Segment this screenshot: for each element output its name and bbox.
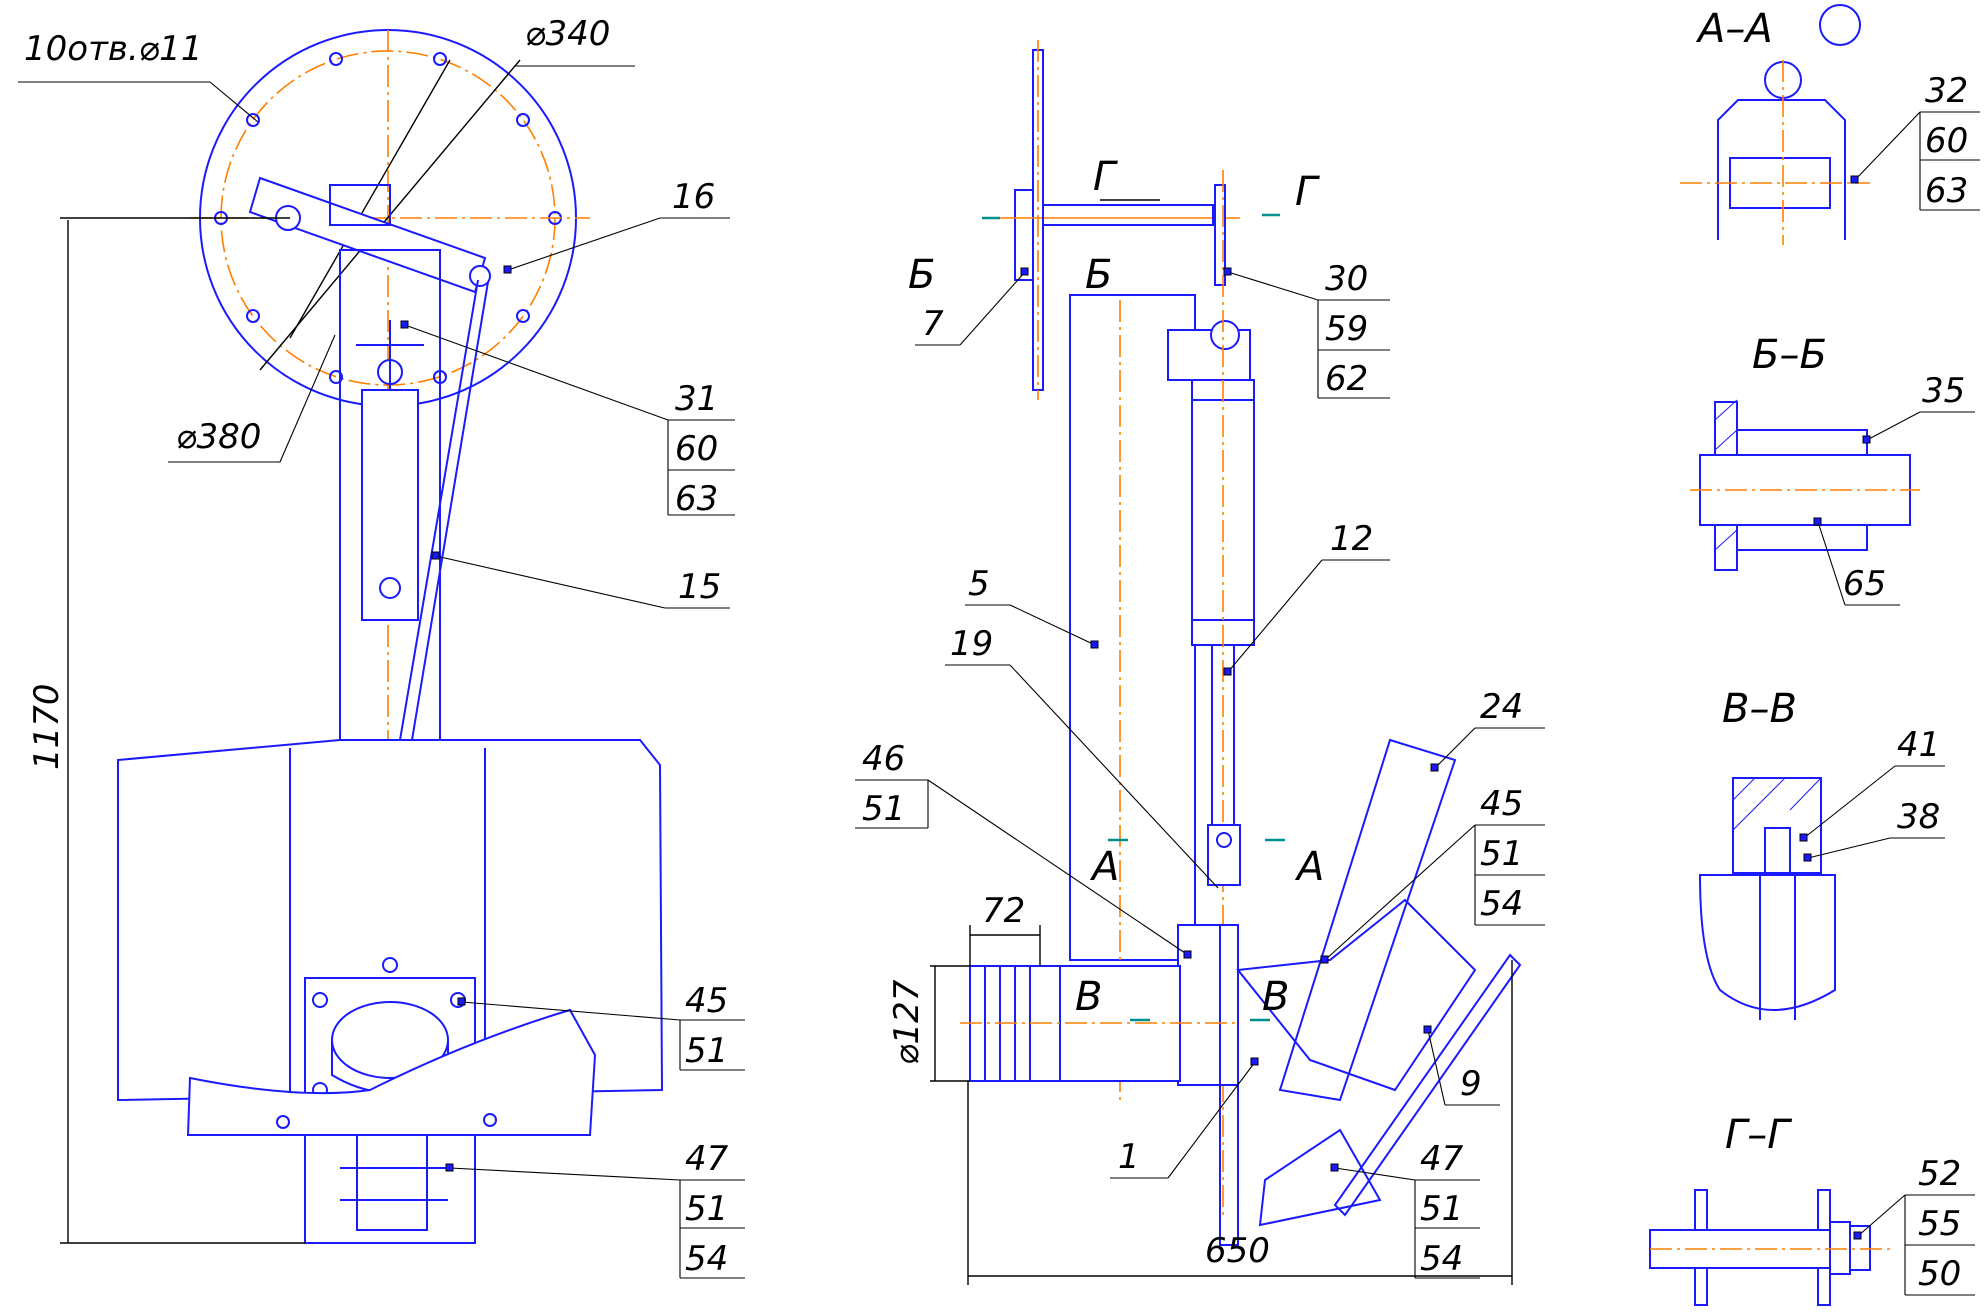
pull-rod xyxy=(399,279,479,741)
callout-12: 12 xyxy=(1330,519,1373,559)
callout-mid-47: 47 xyxy=(1420,1139,1464,1179)
callout-left-47-54: 54 xyxy=(685,1239,728,1279)
crank-arm xyxy=(248,176,487,294)
base-plate xyxy=(186,1008,597,1136)
section-bb: Б–Б 35 65 xyxy=(1690,332,1975,606)
section-aa-callout-32: 32 xyxy=(1925,71,1968,111)
cut-mark-v-right: В xyxy=(1262,974,1289,1020)
callout-7: 7 xyxy=(922,304,944,344)
callout-5: 5 xyxy=(968,564,990,604)
section-aa: А–А 32 60 63 xyxy=(1680,4,1980,245)
callout-mid-45: 45 xyxy=(1480,784,1523,824)
section-gg-title: Г–Г xyxy=(1725,1112,1792,1158)
cut-mark-a-right: А xyxy=(1294,844,1324,890)
dia-340-label: ⌀340 xyxy=(525,14,610,54)
callout-left-47-51: 51 xyxy=(685,1189,728,1229)
lower-body xyxy=(1177,924,1239,1086)
callout-left-47: 47 xyxy=(685,1139,729,1179)
section-bb-title: Б–Б xyxy=(1752,332,1827,378)
section-vv-callout-38: 38 xyxy=(1897,797,1940,837)
callout-24: 24 xyxy=(1480,687,1523,727)
callout-mid-45-51: 51 xyxy=(1480,834,1523,874)
cut-mark-g-left: Г xyxy=(1093,154,1118,200)
section-aa-title: А–А xyxy=(1695,6,1773,52)
section-aa-callout-60: 60 xyxy=(1925,121,1968,161)
section-bb-callout-65: 65 xyxy=(1843,564,1886,604)
height-dimension: 1170 xyxy=(27,683,67,770)
section-gg-callout-50: 50 xyxy=(1918,1254,1961,1294)
lower-bracket xyxy=(304,1134,476,1244)
section-vv-callout-41: 41 xyxy=(1897,725,1940,765)
deflector xyxy=(1333,953,1522,1217)
middle-view: 72 ⌀127 650 Г Г Б Б А А В В 7 30 59 62 xyxy=(855,40,1545,1285)
cut-mark-g-right: Г xyxy=(1295,169,1320,215)
dim-72: 72 xyxy=(982,891,1025,931)
cut-mark-b-right: Б xyxy=(1085,252,1112,298)
section-vv: В–В 41 38 xyxy=(1698,686,1945,1020)
callout-mid-47-54: 54 xyxy=(1420,1239,1463,1279)
rotation-icon xyxy=(1819,4,1861,46)
callout-left-45-51: 51 xyxy=(685,1031,728,1071)
callout-31-60: 60 xyxy=(675,429,718,469)
callout-46: 46 xyxy=(862,739,905,779)
callout-30: 30 xyxy=(1325,259,1368,299)
callout-mid-47-51: 51 xyxy=(1420,1189,1463,1229)
dia-380-label: ⌀380 xyxy=(176,417,261,457)
callout-31: 31 xyxy=(675,379,718,419)
callout-15: 15 xyxy=(678,567,721,607)
callout-19: 19 xyxy=(950,624,993,664)
callout-46-51: 51 xyxy=(862,789,905,829)
holes-note: 10отв.⌀11 xyxy=(24,29,202,69)
callout-31-63: 63 xyxy=(675,479,718,519)
section-bb-callout-35: 35 xyxy=(1922,371,1965,411)
callout-30-62: 62 xyxy=(1325,359,1368,399)
section-vv-title: В–В xyxy=(1722,686,1797,732)
callout-1: 1 xyxy=(1118,1137,1140,1177)
dim-650: 650 xyxy=(1205,1231,1270,1271)
middle-column xyxy=(1069,294,1196,961)
section-gg-callout-55: 55 xyxy=(1918,1204,1961,1244)
section-aa-callout-63: 63 xyxy=(1925,171,1968,211)
section-gg-callout-52: 52 xyxy=(1918,1154,1961,1194)
hopper xyxy=(117,739,664,1102)
callout-16: 16 xyxy=(672,177,715,217)
callout-30-59: 59 xyxy=(1325,309,1368,349)
chute-plate xyxy=(1278,738,1457,1102)
cut-mark-v-left: В xyxy=(1075,974,1102,1020)
callout-9: 9 xyxy=(1460,1064,1482,1104)
left-view: 1170 10отв.⌀11 ⌀340 ⌀380 16 31 60 63 15 xyxy=(18,14,745,1279)
callout-left-45: 45 xyxy=(685,981,728,1021)
cut-mark-b-left: Б xyxy=(908,252,935,298)
callout-mid-45-54: 54 xyxy=(1480,884,1523,924)
dim-127: ⌀127 xyxy=(887,979,927,1065)
section-gg: Г–Г 52 55 50 xyxy=(1649,1112,1975,1306)
cut-mark-a-left: А xyxy=(1089,844,1119,890)
